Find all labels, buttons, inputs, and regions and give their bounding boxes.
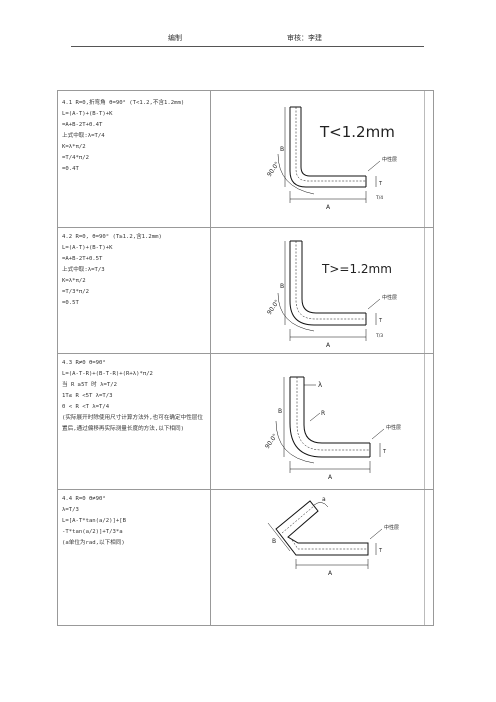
formula-line: λ=T/3 (62, 507, 79, 513)
bend-diagram-4-1: T<1.2mm 中性层 A B T T/4 90.0° (266, 106, 397, 211)
dim-t-label: T (378, 318, 383, 324)
row-divider (58, 489, 433, 490)
row-divider (58, 353, 433, 354)
outer-edge (289, 107, 366, 188)
formula-block-4-4: 4.4 R=0 θ≠90° λ=T/3 L=[A-T*tan(a/2)]+[B … (62, 494, 208, 549)
outer-edge (289, 241, 366, 326)
lambda-label: λ (318, 381, 322, 389)
lambda-label: T/3 (375, 333, 383, 339)
dim-t-label: T (382, 449, 387, 455)
dim-b-label: B (280, 146, 284, 153)
dim-a-label: A (328, 474, 333, 481)
formula-line: 4.4 R=0 θ≠90° (62, 496, 106, 502)
formula-line: 当 R ≥5T 时 λ=T/2 (62, 382, 117, 388)
row-divider (58, 227, 433, 228)
reviewer-label: 审核：李建 (287, 34, 322, 42)
formula-line: =T/4*π/2 (62, 155, 89, 161)
formula-line: =A+B-2T+0.5T (62, 256, 103, 262)
formula-line: =0.4T (62, 166, 79, 172)
neutral-layer-label: 中性层 (386, 424, 401, 431)
formula-line: 0 < R <T λ=T/4 (62, 404, 110, 410)
dim-t-label: T (378, 181, 383, 187)
formula-line: 4.2 R=0, θ=90° (T≥1.2,含1.2mm) (62, 234, 162, 240)
angle-label: 90.0° (264, 433, 279, 450)
neutral-line (296, 377, 370, 451)
page-header: 编制 审核：李建 (0, 33, 496, 47)
formula-line: 4.3 R≠0 θ=90° (62, 360, 106, 366)
neutral-layer-label: 中性层 (384, 524, 399, 531)
formula-line: 上式中取:λ=T/3 (62, 267, 105, 273)
dim-a-label: A (326, 204, 331, 211)
inner-edge (303, 377, 370, 444)
header-divider (71, 46, 424, 47)
outer-edge (289, 377, 370, 458)
dim-b-label: B (280, 283, 284, 290)
neutral-layer-label: 中性层 (382, 156, 397, 163)
formula-block-4-2: 4.2 R=0, θ=90° (T≥1.2,含1.2mm) L=(A-T)+(B… (62, 232, 208, 309)
dim-r-label: R (321, 410, 325, 417)
dim-t-label: T (378, 548, 383, 554)
formula-block-4-1: 4.1 R=0,折弯角 θ=90° (T<1.2,不含1.2mm) L=(A-T… (62, 98, 208, 175)
dim-a-label: A (326, 342, 331, 349)
neutral-line (295, 107, 366, 182)
editor-label: 编制 (168, 34, 182, 42)
thickness-condition-label: T<1.2mm (319, 123, 395, 141)
formula-line: 上式中取:λ=T/4 (62, 133, 105, 139)
formula-line: =A+B-2T+0.4T (62, 122, 103, 128)
dim-b-label: B (272, 538, 276, 545)
formula-line: L=[A-T*tan(a/2)]+[B (62, 518, 126, 524)
neutral-line (281, 505, 368, 550)
unit-note: (a单位为rad,以下相同) (62, 540, 125, 546)
dim-b-label: B (278, 408, 282, 415)
formula-line: L=(A-T)+(B-T)+K (62, 245, 113, 251)
formula-line: L=(A-T-R)+(B-T-R)+(R+λ)*π/2 (62, 371, 153, 377)
bend-diagram-4-3: λ R 中性层 A B T 90.0° (264, 376, 401, 481)
bend-diagram-4-2: T>=1.2mm 中性层 A B T T/3 90.0° (266, 240, 397, 349)
bend-diagram-4-4: a 中性层 A B T (267, 496, 399, 577)
formula-line: =T/3*π/2 (62, 289, 89, 295)
angle-label: 90.0° (266, 299, 281, 316)
formula-line: K=λ*π/2 (62, 278, 86, 284)
lambda-label: T/4 (375, 195, 383, 201)
column-divider (210, 91, 211, 625)
angle-alpha-label: a (322, 496, 326, 503)
formula-line: 1T≤ R <5T λ=T/3 (62, 393, 113, 399)
bent-sheet-outline (275, 500, 369, 556)
method-note: (实际展开时除使用尺寸计算方法外,也可在确定中性层位置后,通过偏移再实际测量长度… (62, 415, 203, 432)
formula-line: -T*tan(a/2)]+T/3*a (62, 529, 123, 535)
formula-line: L=(A-T)+(B-T)+K (62, 111, 113, 117)
inner-edge (300, 107, 366, 177)
right-margin-line (424, 91, 425, 625)
formula-line: =0.5T (62, 300, 79, 306)
bend-formula-table: 4.1 R=0,折弯角 θ=90° (T<1.2,不含1.2mm) L=(A-T… (57, 90, 434, 626)
formula-block-4-3: 4.3 R≠0 θ=90° L=(A-T-R)+(B-T-R)+(R+λ)*π/… (62, 358, 208, 435)
thickness-condition-label: T>=1.2mm (321, 262, 392, 276)
inner-edge (301, 241, 366, 314)
neutral-line (295, 241, 366, 320)
dim-a-label: A (328, 570, 333, 577)
formula-line: K=λ*π/2 (62, 144, 86, 150)
formula-line: 4.1 R=0,折弯角 θ=90° (T<1.2,不含1.2mm) (62, 100, 185, 106)
neutral-layer-label: 中性层 (382, 294, 397, 301)
angle-label: 90.0° (266, 161, 281, 178)
